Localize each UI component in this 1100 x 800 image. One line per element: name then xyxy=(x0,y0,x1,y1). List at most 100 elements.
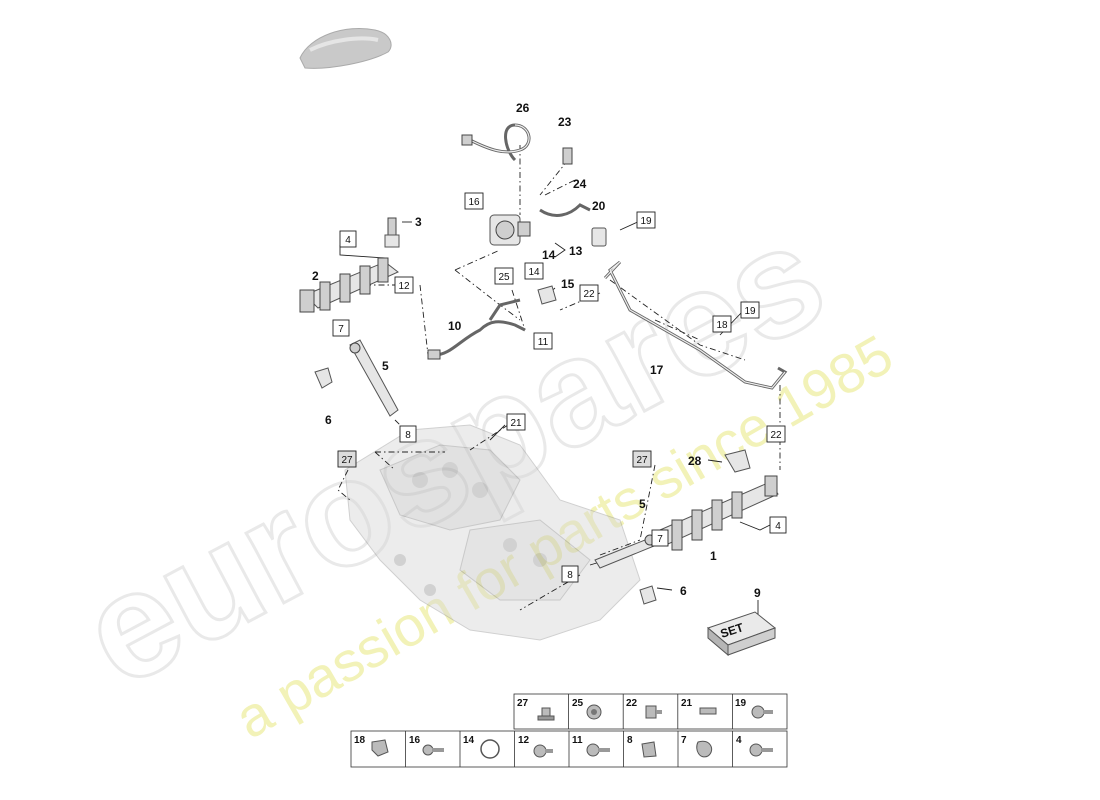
callout-1: 1 xyxy=(710,549,717,563)
pressure-sensor-left xyxy=(384,217,400,248)
grid-label-22: 22 xyxy=(626,698,638,709)
callout-7: 7 xyxy=(651,529,669,547)
grid-label-16: 16 xyxy=(409,735,421,746)
svg-text:19: 19 xyxy=(744,306,756,317)
return-line-top xyxy=(461,123,531,162)
o-ring-icon xyxy=(480,739,500,759)
callouts-boxed: 4 4 7 7 8 8 11 12 14 16 18 19 19 21 22 2… xyxy=(332,192,787,583)
bracket-28 xyxy=(724,449,751,473)
bolt-icon xyxy=(422,744,444,756)
svg-text:21: 21 xyxy=(510,418,522,429)
callout-4: 4 xyxy=(339,230,357,248)
svg-text:25: 25 xyxy=(498,272,510,283)
clip-icon xyxy=(371,739,389,757)
fuel-rail-left xyxy=(299,257,399,313)
clamp-left xyxy=(314,367,333,389)
callout-3: 3 xyxy=(415,215,422,229)
svg-text:18: 18 xyxy=(716,320,728,331)
callout-19: 19 xyxy=(636,211,656,229)
callout-26: 26 xyxy=(516,101,530,115)
grid-label-27: 27 xyxy=(517,698,529,709)
clamp-right xyxy=(639,585,657,605)
callout-8: 8 xyxy=(399,425,417,443)
bolt-icon xyxy=(751,705,773,719)
wiring-harness xyxy=(427,298,526,360)
callout-7: 7 xyxy=(332,319,350,337)
callout-22: 22 xyxy=(579,284,599,302)
nut-icon xyxy=(586,704,602,720)
clip-icon xyxy=(641,741,657,758)
svg-text:4: 4 xyxy=(345,235,351,246)
hardware-grid: 27 25 22 21 19 18 16 14 12 11 8 7 4 xyxy=(350,693,788,768)
callout-24: 24 xyxy=(573,177,587,191)
callout-5: 5 xyxy=(382,359,389,373)
svg-text:27: 27 xyxy=(341,455,353,466)
callout-12: 12 xyxy=(394,276,414,294)
bolt-icon xyxy=(699,707,717,715)
callout-17: 17 xyxy=(650,363,664,377)
callout-6: 6 xyxy=(680,584,687,598)
bolt-icon xyxy=(533,744,553,758)
callout-6: 6 xyxy=(325,413,332,427)
callout-19: 19 xyxy=(740,301,760,319)
bolt-icon xyxy=(645,705,662,719)
svg-text:14: 14 xyxy=(528,267,540,278)
grid-label-11: 11 xyxy=(572,735,583,746)
line-24 xyxy=(539,203,591,217)
svg-text:8: 8 xyxy=(405,430,411,441)
sensor-23 xyxy=(562,147,573,165)
callout-8: 8 xyxy=(561,565,579,583)
callout-14: 14 xyxy=(524,262,544,280)
clip-icon xyxy=(696,740,713,758)
svg-text:22: 22 xyxy=(770,430,782,441)
svg-text:16: 16 xyxy=(468,197,480,208)
grid-label-8: 8 xyxy=(627,735,633,746)
svg-text:22: 22 xyxy=(583,289,595,300)
callout-28: 28 xyxy=(688,454,702,468)
callout-21: 21 xyxy=(506,413,526,431)
grid-label-25: 25 xyxy=(572,698,584,709)
callout-2: 2 xyxy=(312,269,319,283)
callouts-plain: 1 2 3 5 5 6 6 9 10 13 14 15 17 20 23 24 … xyxy=(312,101,761,600)
callout-13: 13 xyxy=(569,244,583,258)
seal-set-box: SET xyxy=(707,611,777,657)
grid-label-12: 12 xyxy=(518,735,530,746)
callout-23: 23 xyxy=(558,115,572,129)
svg-text:27: 27 xyxy=(636,455,648,466)
svg-text:12: 12 xyxy=(398,281,410,292)
callout-25: 25 xyxy=(494,267,514,285)
callout-4: 4 xyxy=(769,516,787,534)
pump-tappet xyxy=(537,285,557,305)
callout-22: 22 xyxy=(766,425,786,443)
callout-18: 18 xyxy=(712,315,732,333)
fuel-rail-right xyxy=(659,475,779,551)
grid-label-4: 4 xyxy=(736,735,742,746)
grid-label-7: 7 xyxy=(681,735,687,746)
svg-text:7: 7 xyxy=(657,534,663,545)
svg-text:7: 7 xyxy=(338,324,344,335)
callout-10: 10 xyxy=(448,319,462,333)
callout-9: 9 xyxy=(754,586,761,600)
car-icon xyxy=(299,27,392,69)
callout-27: 27 xyxy=(337,450,357,468)
bracket-20 xyxy=(591,227,607,247)
callout-11: 11 xyxy=(533,332,553,350)
svg-text:19: 19 xyxy=(640,216,652,227)
bolt-icon xyxy=(586,743,610,757)
callout-20: 20 xyxy=(592,199,606,213)
svg-text:8: 8 xyxy=(567,570,573,581)
injector-left xyxy=(349,339,399,417)
high-pressure-line xyxy=(603,260,788,390)
high-pressure-pump xyxy=(489,214,531,246)
callout-15: 15 xyxy=(561,277,575,291)
grid-label-21: 21 xyxy=(681,698,693,709)
svg-text:4: 4 xyxy=(775,521,781,532)
stud-icon xyxy=(537,707,555,721)
grid-label-19: 19 xyxy=(735,698,747,709)
grid-label-14: 14 xyxy=(463,735,475,746)
svg-text:11: 11 xyxy=(538,337,549,348)
bolt-icon xyxy=(749,743,773,757)
callout-27: 27 xyxy=(632,450,652,468)
callout-16: 16 xyxy=(464,192,484,210)
